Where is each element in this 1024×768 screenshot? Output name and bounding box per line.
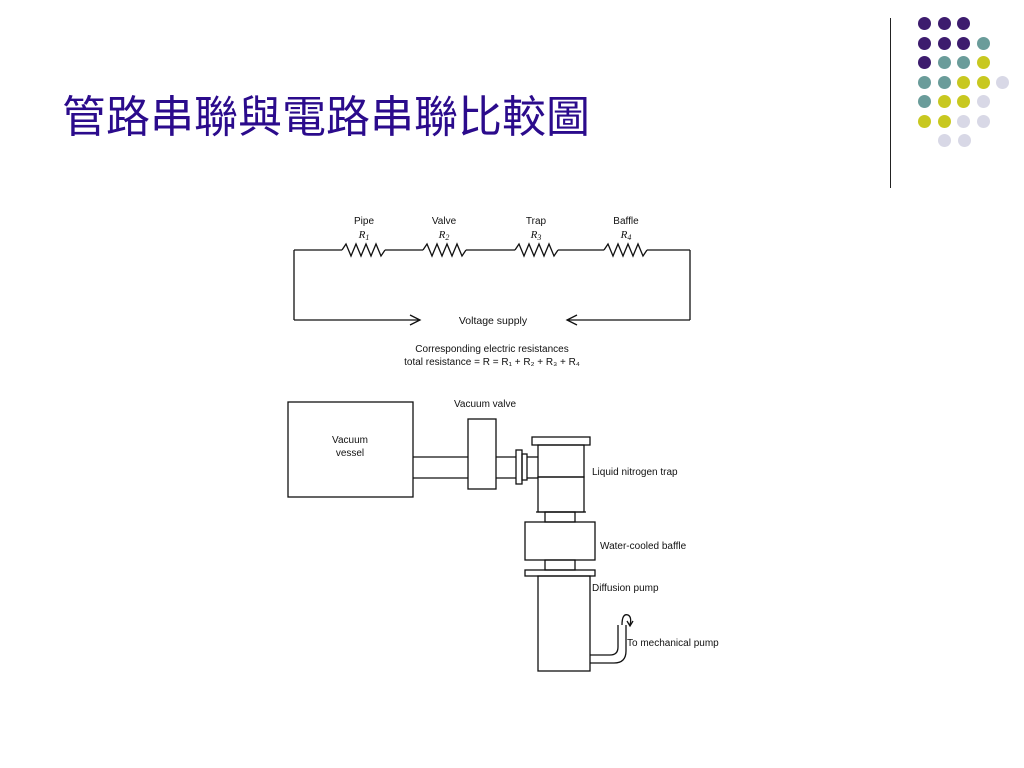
diffusion-pump-label: Diffusion pump [592,583,659,594]
series-circuit [293,242,691,326]
decorative-dot [976,75,990,89]
decorative-dot [937,56,951,69]
resistor-label-baffle: Baffle [613,216,639,227]
decorative-dot [937,17,951,30]
decorative-dot [976,114,990,128]
series-comparison-diagram: Pipe R1 Valve R2 Trap R3 Baffle R4 Volta… [287,216,719,672]
resistor-symbol-trap: R3 [530,229,542,242]
arrow-left-icon [565,314,578,326]
vacuum-vessel-label-1: Vacuum [332,435,368,446]
decorative-dot [996,75,1009,89]
decorative-dot [976,56,990,69]
decorative-dot [918,56,931,69]
nitrogen-trap-label: Liquid nitrogen trap [592,467,678,478]
decorative-dot [976,95,990,108]
slide-title: 管路串聯與電路串聯比較圖 [62,92,590,143]
decorative-dot [918,114,931,128]
decorative-dot [957,95,970,108]
decorative-dot [938,134,951,147]
resistor-baffle [603,242,648,258]
decorative-dot [957,134,971,147]
resistor-label-trap: Trap [526,216,547,227]
decorative-dot [957,36,970,50]
voltage-supply-label: Voltage supply [459,315,528,327]
vacuum-valve-box [467,418,497,490]
diffusion-pump-body [537,575,591,672]
decorative-dot [937,36,951,50]
resistor-label-pipe: Pipe [354,216,374,227]
vacuum-system [287,401,634,672]
decorative-dot [937,95,951,108]
nitrogen-trap-body [537,444,585,478]
resistor-symbol-baffle: R4 [620,229,632,242]
resistor-label-valve: Valve [432,216,457,227]
decorative-dot [976,36,990,50]
resistor-symbol-pipe: R1 [358,229,370,242]
decorative-dot [918,95,931,108]
decorative-dot [957,56,970,69]
vacuum-vessel-label-2: vessel [336,448,364,459]
decorative-dot [937,75,951,89]
resistor-symbol-valve: R2 [438,229,450,242]
decorative-dot [918,36,931,50]
circuit-caption-line1: Corresponding electric resistances [415,344,568,355]
mechanical-pump-label: To mechanical pump [627,638,719,649]
decorative-dot [937,114,951,128]
resistor-trap [514,242,559,258]
title-divider-line [890,18,891,188]
circuit-caption-line2: total resistance = R = R₁ + R₂ + R₃ + R₄ [404,357,580,368]
resistor-valve [422,242,467,258]
arrow-right-icon [409,314,422,326]
vacuum-vessel-box [287,401,414,498]
decorative-dot [957,114,970,128]
decorative-dot [957,17,970,30]
nitrogen-trap-top [531,436,591,446]
water-cooled-baffle-label: Water-cooled baffle [600,541,687,552]
outlet-arrow-icon [621,614,632,626]
decorative-dot [918,17,931,30]
vacuum-valve-label: Vacuum valve [454,399,517,410]
decorative-dot [957,75,970,89]
water-cooled-baffle-box [524,521,596,561]
resistor-pipe [341,242,386,258]
decorative-dot [918,75,931,89]
